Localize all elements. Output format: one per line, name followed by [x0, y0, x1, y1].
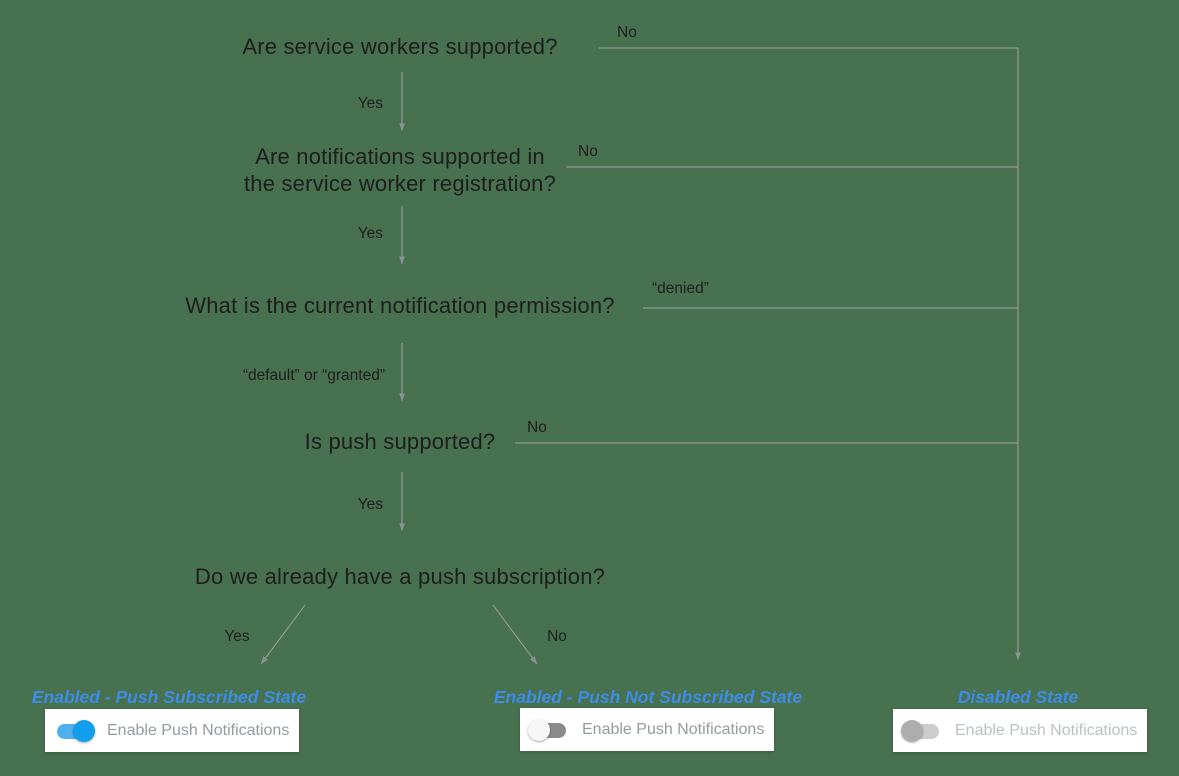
question-push-subscription: Do we already have a push subscription? [194, 564, 606, 589]
question-push-supported: Is push supported? [304, 429, 496, 454]
toggle-knob [73, 719, 95, 742]
question-notification-permission: What is the current notification permiss… [185, 293, 615, 318]
edge-label-q5-no: No [547, 628, 567, 645]
edge-label-q5-yes: Yes [224, 628, 250, 645]
edge-label-q4-yes: Yes [357, 496, 383, 513]
edge-label-q3-denied: “denied” [652, 280, 709, 297]
toggle-card-label: Enable Push Notifications [107, 721, 290, 739]
question-notifications-supported-line2: the service worker registration? [243, 171, 557, 196]
question-notifications-supported-line1: Are notifications supported in [255, 144, 545, 169]
toggle-card-disabled: Enable Push Notifications [893, 709, 1147, 752]
state-label-enabled-subscribed: Enabled - Push Subscribed State [31, 687, 307, 707]
question-notifications-supported: Are notifications supported in the servi… [244, 143, 556, 197]
push-toggle-off-icon[interactable] [528, 718, 568, 741]
edge-q5-no-line [492, 604, 538, 665]
edge-q5-yes-line [260, 604, 306, 665]
edge-label-q1-no: No [617, 24, 637, 41]
state-label-disabled: Disabled State [957, 687, 1079, 707]
toggle-card-not-subscribed: Enable Push Notifications [520, 708, 774, 751]
toggle-card-label: Enable Push Notifications [955, 721, 1138, 739]
toggle-card-label: Enable Push Notifications [582, 720, 765, 738]
push-toggle-on-icon[interactable] [55, 719, 95, 742]
edge-label-q2-yes: Yes [357, 225, 383, 242]
edge-label-q4-no: No [527, 419, 547, 436]
state-label-enabled-not-subscribed: Enabled - Push Not Subscribed State [493, 687, 803, 707]
toggle-knob [528, 718, 550, 741]
edge-label-q2-no: No [578, 143, 598, 160]
edge-label-q1-yes: Yes [357, 95, 383, 112]
question-service-workers-supported: Are service workers supported? [242, 34, 558, 59]
push-toggle-disabled-icon [901, 719, 941, 742]
edge-label-q3-default-granted: “default” or “granted” [242, 367, 385, 384]
toggle-card-subscribed: Enable Push Notifications [45, 709, 299, 752]
toggle-knob [901, 719, 923, 742]
